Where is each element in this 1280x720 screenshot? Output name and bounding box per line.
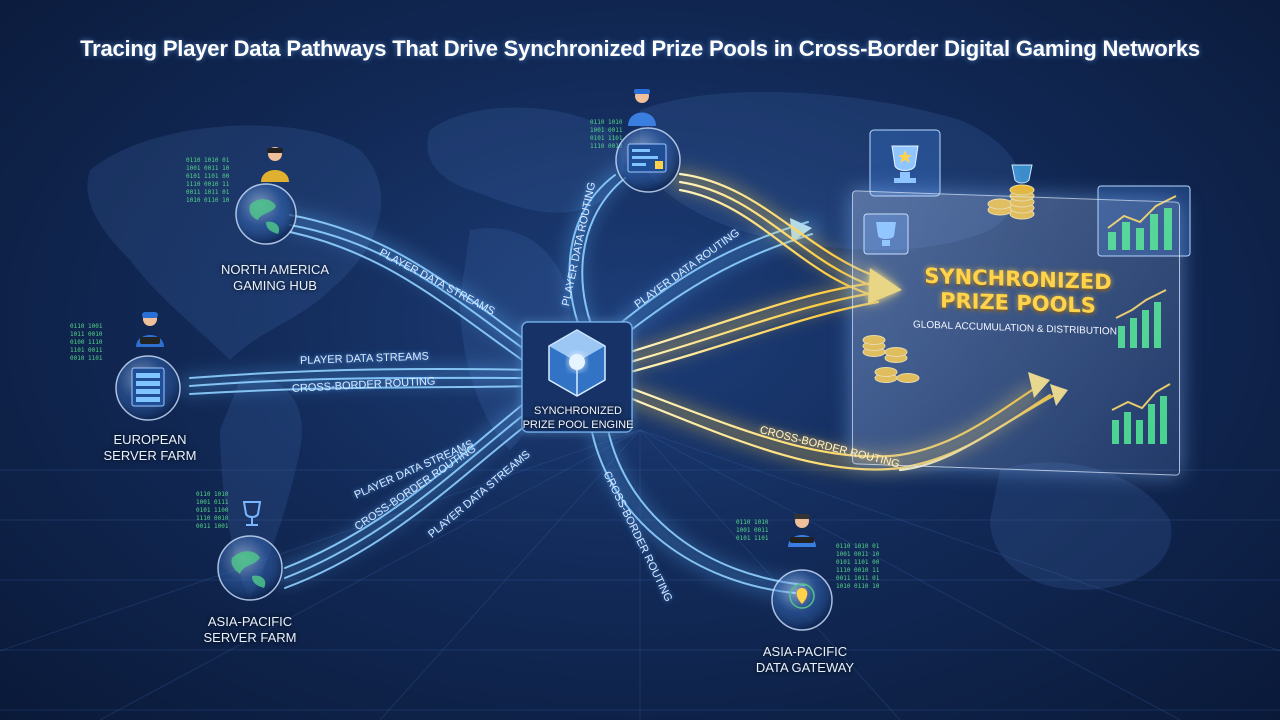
svg-text:1110 0010: 1110 0010 bbox=[590, 143, 623, 150]
european-orb bbox=[115, 355, 181, 421]
gold-arrowhead-main bbox=[868, 268, 902, 304]
north-america-label: NORTH AMERICA GAMING HUB bbox=[200, 262, 350, 294]
svg-text:1001 0011 10: 1001 0011 10 bbox=[836, 551, 880, 558]
bar-chart-card bbox=[1097, 185, 1191, 257]
svg-text:1011 0010: 1011 0010 bbox=[70, 331, 103, 338]
svg-text:1110 0010 11: 1110 0010 11 bbox=[836, 567, 880, 574]
svg-text:1101 0011: 1101 0011 bbox=[70, 347, 103, 354]
trophy-icon bbox=[242, 501, 262, 526]
svg-text:0110 1010: 0110 1010 bbox=[736, 519, 769, 526]
svg-text:0011 1011 01: 0011 1011 01 bbox=[186, 189, 230, 196]
svg-text:0110 1010 01: 0110 1010 01 bbox=[186, 157, 230, 164]
engine-label-line1: SYNCHRONIZED bbox=[533, 405, 622, 417]
svg-text:0101 1101 00: 0101 1101 00 bbox=[836, 559, 880, 566]
map-pin-icon bbox=[789, 583, 815, 609]
svg-text:0110 1010: 0110 1010 bbox=[196, 491, 229, 498]
node-label-line2: SERVER FARM bbox=[203, 630, 297, 645]
node-label-line1: EUROPEAN bbox=[113, 432, 187, 447]
svg-text:0110 1010: 0110 1010 bbox=[590, 119, 623, 126]
player-avatar-icon bbox=[788, 514, 816, 547]
player-avatar-icon bbox=[136, 312, 164, 347]
node-label-line1: NORTH AMERICA bbox=[220, 262, 330, 277]
svg-text:0101 1101 00: 0101 1101 00 bbox=[186, 173, 230, 180]
gold-arrowhead-2 bbox=[1050, 384, 1068, 406]
svg-text:0101 1101: 0101 1101 bbox=[736, 535, 769, 542]
trophy-icon bbox=[891, 145, 919, 183]
svg-text:1110 0010 11: 1110 0010 11 bbox=[186, 181, 230, 188]
svg-text:1001 0011: 1001 0011 bbox=[590, 127, 623, 134]
bar-chart-icon bbox=[1111, 383, 1171, 444]
trophy-icon bbox=[863, 213, 909, 255]
svg-text:0011 1001: 0011 1001 bbox=[196, 523, 229, 530]
node-label-line2: SERVER FARM bbox=[103, 448, 197, 463]
node-label-line1: ASIA-PACIFIC bbox=[762, 644, 848, 659]
player-avatar-icon bbox=[628, 89, 656, 126]
svg-text:0110 1001: 0110 1001 bbox=[70, 323, 103, 330]
prize-pool-panel: SYNCHRONIZED PRIZE POOLS GLOBAL ACCUMULA… bbox=[852, 190, 1180, 476]
gold-prize-streams bbox=[619, 169, 1068, 473]
player-avatar-icon bbox=[261, 147, 289, 182]
coin-stack-icon bbox=[987, 164, 1035, 220]
coin-stack-icon bbox=[862, 335, 920, 383]
svg-text:0101 1101: 0101 1101 bbox=[590, 135, 623, 142]
prize-panel-decor bbox=[862, 213, 1171, 444]
globe-icon bbox=[249, 199, 280, 234]
globe-icon bbox=[231, 551, 266, 588]
top-hub-orb bbox=[615, 127, 681, 193]
bar-chart-icon bbox=[1115, 289, 1167, 348]
page-title: Tracing Player Data Pathways That Drive … bbox=[80, 36, 1200, 61]
svg-text:1110 0010: 1110 0010 bbox=[196, 515, 229, 522]
bar-chart-icon bbox=[1107, 195, 1177, 250]
server-rack-icon bbox=[131, 367, 165, 407]
asia-pacific-farm-orb bbox=[217, 535, 283, 601]
engine-label: SYNCHRONIZED PRIZE POOL ENGINE bbox=[508, 404, 648, 432]
dashboard-icon bbox=[627, 143, 667, 173]
svg-text:1001 0011 10: 1001 0011 10 bbox=[186, 165, 230, 172]
svg-text:1001 0111: 1001 0111 bbox=[196, 499, 229, 506]
svg-text:1001 0011: 1001 0011 bbox=[736, 527, 769, 534]
cube-engine-icon bbox=[548, 329, 606, 397]
svg-text:0100 1110: 0100 1110 bbox=[70, 339, 103, 346]
node-label-line1: ASIA-PACIFIC bbox=[207, 614, 293, 629]
svg-text:1010 0110 10: 1010 0110 10 bbox=[836, 583, 880, 590]
engine-label-line2: PRIZE POOL ENGINE bbox=[522, 419, 634, 431]
node-label-line2: DATA GATEWAY bbox=[755, 660, 855, 675]
node-label-line2: GAMING HUB bbox=[233, 278, 317, 293]
gold-arrowhead-1 bbox=[1028, 372, 1050, 398]
european-label: EUROPEAN SERVER FARM bbox=[90, 432, 210, 464]
asia-pacific-gateway-orb bbox=[771, 569, 833, 631]
svg-text:0101 1100: 0101 1100 bbox=[196, 507, 229, 514]
engine-node bbox=[521, 321, 633, 433]
asia-pacific-gateway-label: ASIA-PACIFIC DATA GATEWAY bbox=[740, 644, 870, 676]
prize-panel-subtitle: GLOBAL ACCUMULATION & DISTRIBUTION bbox=[913, 319, 1117, 338]
prize-panel-title: SYNCHRONIZED PRIZE POOLS bbox=[913, 263, 1123, 318]
svg-text:0011 1011 01: 0011 1011 01 bbox=[836, 575, 880, 582]
trophy-card bbox=[869, 129, 941, 197]
svg-text:1010 0110 10: 1010 0110 10 bbox=[186, 197, 230, 204]
north-america-orb bbox=[235, 183, 297, 245]
asia-pacific-farm-label: ASIA-PACIFIC SERVER FARM bbox=[190, 614, 310, 646]
svg-text:0110 1010 01: 0110 1010 01 bbox=[836, 543, 880, 550]
svg-text:0010 1101: 0010 1101 bbox=[70, 355, 103, 362]
